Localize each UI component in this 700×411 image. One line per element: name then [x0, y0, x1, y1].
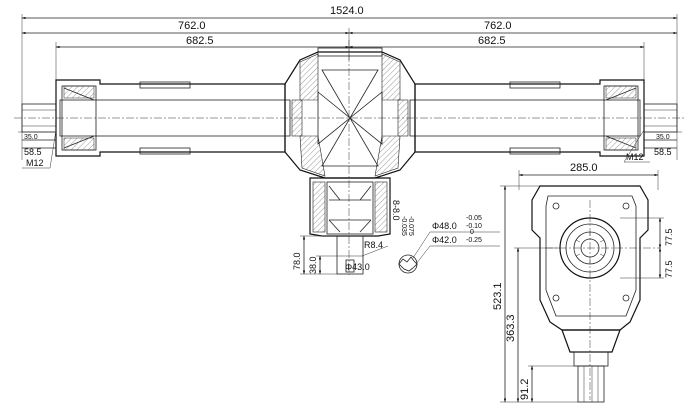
- input-diameter-label: Φ43.0: [345, 262, 370, 272]
- input-short-label: 38.0: [308, 256, 318, 274]
- key-width-label: 8-8.0: [391, 200, 401, 221]
- right-half-label: 762.0: [484, 20, 512, 32]
- left-shaft-small-label: 35.0: [24, 134, 38, 141]
- half-length-dimensions: 762.0 762.0: [21, 20, 678, 60]
- input-pinion-housing: [309, 177, 391, 275]
- side-width-label: 285.0: [570, 162, 598, 174]
- key-width-annotation: 8-8.0 -0.035 -0.075: [391, 200, 414, 236]
- input-dimensions: 78.0 38.0 Φ43.0 R8.4: [292, 235, 389, 275]
- key-tol-lower: -0.075: [407, 216, 414, 236]
- left-half-label: 762.0: [178, 20, 206, 32]
- right-shaft-small-label: 35.0: [656, 134, 670, 141]
- left-thread-label: M12: [26, 158, 44, 168]
- side-height-label: 523.1: [492, 282, 504, 310]
- right-inner-label: 682.5: [478, 35, 506, 47]
- right-end-length-label: 58.5: [654, 147, 672, 157]
- left-end-dimensions: 35.0 58.5 M12: [18, 129, 57, 169]
- inner-length-dimensions: 682.5 682.5: [55, 35, 645, 110]
- left-inner-label: 682.5: [186, 35, 214, 47]
- spline-outer-label: Φ48.0: [432, 221, 457, 231]
- right-end-dimensions: 35.0 58.5 M12: [623, 129, 682, 163]
- spline-outer-tol-lower: -0.10: [466, 223, 482, 230]
- spline-inner-label: Φ42.0: [432, 235, 457, 245]
- spline-inner-tol-lower: -0.25: [466, 237, 482, 244]
- key-tol-upper: -0.035: [400, 216, 407, 236]
- spline-detail: Φ48.0 -0.05 -0.10 Φ42.0 0 -0.25: [398, 215, 500, 274]
- flange-upper-label: 77.5: [664, 228, 674, 246]
- side-lower-label: 91.2: [519, 379, 531, 400]
- overall-length-dimension: 1524.0: [21, 5, 678, 160]
- axle-housing: [14, 40, 686, 275]
- overall-length-label: 1524.0: [330, 5, 364, 17]
- fillet-radius-label: R8.4: [364, 240, 383, 250]
- spline-inner-tol-upper: 0: [470, 229, 474, 236]
- right-thread-label: M12: [626, 152, 644, 162]
- side-view: 285.0 77.5 77.5: [492, 162, 674, 403]
- flange-lower-label: 77.5: [664, 260, 674, 278]
- input-total-label: 78.0: [292, 252, 302, 270]
- side-mid-height-label: 363.3: [505, 314, 517, 342]
- spline-outer-tol-upper: -0.05: [466, 215, 482, 222]
- left-end-length-label: 58.5: [24, 147, 42, 157]
